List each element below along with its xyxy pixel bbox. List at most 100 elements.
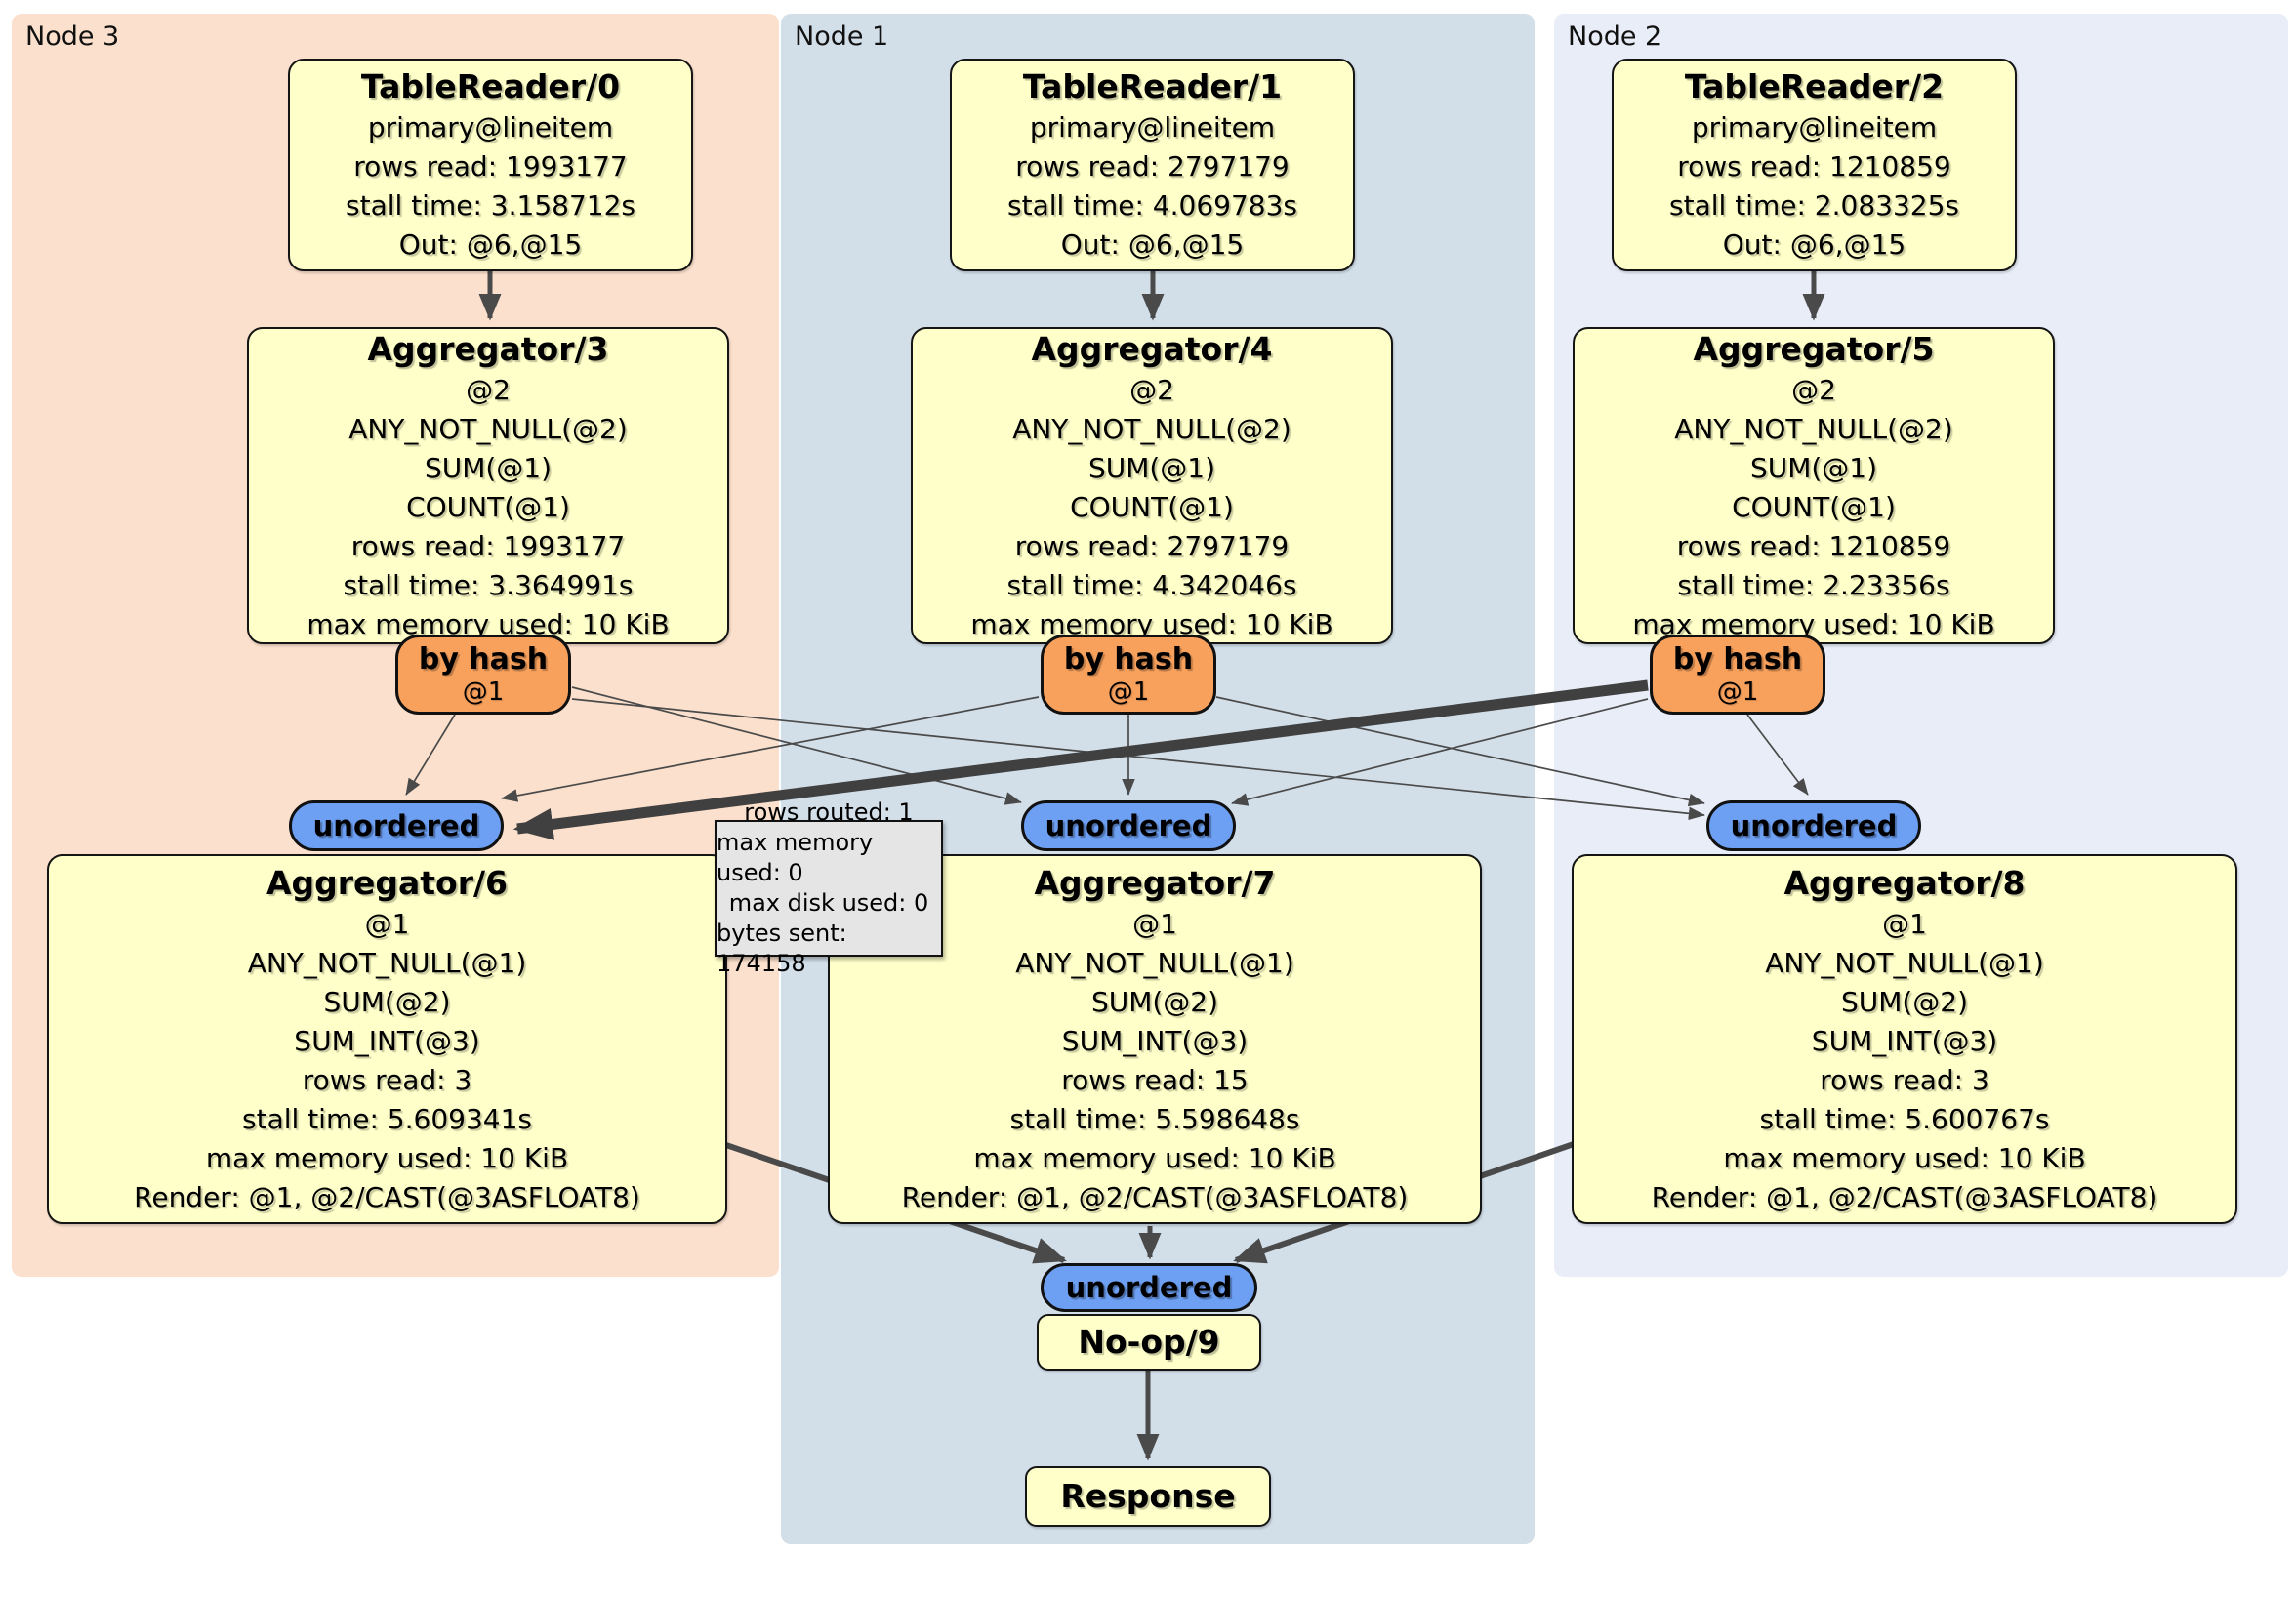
node-line: ANY_NOT_NULL(@2) — [1674, 412, 1953, 445]
node-title: Aggregator/8 — [1784, 863, 2026, 902]
processor-noop-9[interactable]: No-op/9 — [1037, 1314, 1261, 1371]
node-line: stall time: 3.158712s — [346, 189, 636, 222]
node-line: primary@lineitem — [367, 111, 614, 143]
node-title: Aggregator/5 — [1693, 329, 1935, 368]
sync-unordered-node2[interactable]: unordered — [1706, 800, 1921, 851]
node-line: rows read: 1993177 — [350, 529, 626, 562]
node-line: SUM(@1) — [1749, 451, 1878, 484]
tooltip-line: max disk used: 0 — [728, 889, 929, 917]
panel-label-node-2: Node 2 — [1568, 21, 1662, 52]
node-line: ANY_NOT_NULL(@1) — [1015, 946, 1294, 979]
router-by-hash-node2[interactable]: by hash @1 — [1650, 635, 1825, 715]
node-title: Aggregator/7 — [1034, 863, 1276, 902]
node-line: @1 — [364, 907, 410, 940]
tooltip-line: max memory used: 0 — [717, 829, 874, 886]
router-by-hash-node3[interactable]: by hash @1 — [395, 635, 571, 715]
edge-byhash3-unordered2[interactable] — [571, 698, 1705, 821]
node-line: Out: @6,@15 — [1722, 228, 1906, 261]
node-line: rows read: 1993177 — [353, 150, 628, 183]
processor-aggregator-6[interactable]: Aggregator/6 @1 ANY_NOT_NULL(@1) SUM(@2)… — [47, 854, 727, 1224]
node-line: primary@lineitem — [1691, 111, 1938, 143]
node-line: SUM_INT(@3) — [294, 1024, 480, 1057]
node-line: rows read: 2797179 — [1014, 529, 1290, 562]
processor-aggregator-3[interactable]: Aggregator/3 @2 ANY_NOT_NULL(@2) SUM(@1)… — [247, 327, 729, 644]
node-line: stall time: 5.598648s — [1009, 1102, 1300, 1135]
node-line: COUNT(@1) — [406, 490, 570, 523]
edge-byhash2-unordered3-highlighted[interactable] — [512, 679, 1649, 840]
node-title: Aggregator/6 — [266, 863, 509, 902]
node-line: COUNT(@1) — [1732, 490, 1896, 523]
router-label: by hash — [418, 642, 549, 676]
node-line: stall time: 5.609341s — [242, 1102, 532, 1135]
tooltip-line: bytes sent: 174158 — [717, 920, 847, 977]
edge-byhash3-unordered3[interactable] — [405, 714, 456, 796]
processor-response[interactable]: Response — [1025, 1466, 1271, 1527]
processor-tablereader-0[interactable]: TableReader/0 primary@lineitem rows read… — [288, 59, 693, 271]
node-title: Aggregator/3 — [367, 329, 609, 368]
node-line: rows read: 1210859 — [1676, 529, 1951, 562]
router-label: by hash — [1672, 642, 1803, 676]
node-line: rows read: 3 — [1820, 1063, 1989, 1096]
router-label: by hash — [1063, 642, 1194, 676]
node-line: SUM_INT(@3) — [1811, 1024, 1998, 1057]
node-title: No-op/9 — [1078, 1323, 1220, 1361]
panel-label-node-3: Node 3 — [25, 21, 120, 52]
node-line: stall time: 2.23356s — [1677, 568, 1950, 601]
node-line: ANY_NOT_NULL(@2) — [1012, 412, 1292, 445]
node-title: Aggregator/4 — [1031, 329, 1273, 368]
panel-label-node-1: Node 1 — [795, 21, 889, 52]
node-line: Render: @1, @2/CAST(@3ASFLOAT8) — [134, 1180, 640, 1213]
node-line: SUM(@1) — [424, 451, 553, 484]
node-title: Response — [1060, 1477, 1236, 1515]
processor-tablereader-2[interactable]: TableReader/2 primary@lineitem rows read… — [1612, 59, 2017, 271]
node-line: stall time: 3.364991s — [343, 568, 634, 601]
node-title: TableReader/2 — [1684, 67, 1945, 105]
sync-unordered-node1[interactable]: unordered — [1021, 800, 1236, 851]
node-line: primary@lineitem — [1029, 111, 1276, 143]
node-line: Out: @6,@15 — [1060, 228, 1245, 261]
node-line: rows read: 2797179 — [1015, 150, 1290, 183]
edge-byhash1-unordered2[interactable] — [1215, 696, 1705, 807]
edge-byhash3-unordered1[interactable] — [571, 686, 1022, 805]
tooltip-line: rows routed: 1 — [744, 798, 914, 826]
stream-label: unordered — [1065, 1271, 1233, 1304]
node-line: stall time: 4.069783s — [1007, 189, 1297, 222]
edge-byhash2-unordered2[interactable] — [1746, 714, 1809, 796]
stream-label: unordered — [312, 809, 480, 842]
processor-tablereader-1[interactable]: TableReader/1 primary@lineitem rows read… — [950, 59, 1355, 271]
sync-unordered-node3[interactable]: unordered — [289, 800, 504, 851]
node-line: stall time: 4.342046s — [1006, 568, 1297, 601]
node-line: ANY_NOT_NULL(@2) — [348, 412, 628, 445]
node-line: @2 — [1129, 373, 1174, 406]
node-line: Out: @6,@15 — [398, 228, 583, 261]
node-line: stall time: 2.083325s — [1669, 189, 1959, 222]
node-line: rows read: 1210859 — [1677, 150, 1951, 183]
node-title: TableReader/0 — [360, 67, 621, 105]
node-line: max memory used: 10 KiB — [1723, 1141, 2086, 1174]
node-title: TableReader/1 — [1022, 67, 1283, 105]
router-by-hash-node1[interactable]: by hash @1 — [1041, 635, 1216, 715]
edge-stats-tooltip: rows routed: 1 max memory used: 0 max di… — [715, 798, 943, 977]
node-line: SUM(@2) — [1840, 985, 1969, 1018]
edge-byhash1-unordered3[interactable] — [501, 696, 1040, 802]
node-line: max memory used: 10 KiB — [205, 1141, 569, 1174]
node-line: rows read: 15 — [1061, 1063, 1249, 1096]
node-line: @2 — [466, 373, 511, 406]
sync-unordered-final[interactable]: unordered — [1041, 1263, 1257, 1312]
node-line: Render: @1, @2/CAST(@3ASFLOAT8) — [901, 1180, 1409, 1213]
router-detail: @1 — [462, 677, 505, 707]
node-line: max memory used: 10 KiB — [973, 1141, 1336, 1174]
node-line: @2 — [1791, 373, 1836, 406]
processor-aggregator-5[interactable]: Aggregator/5 @2 ANY_NOT_NULL(@2) SUM(@1)… — [1573, 327, 2055, 644]
node-line: SUM(@2) — [1090, 985, 1219, 1018]
processor-aggregator-8[interactable]: Aggregator/8 @1 ANY_NOT_NULL(@1) SUM(@2)… — [1572, 854, 2237, 1224]
node-line: ANY_NOT_NULL(@1) — [1765, 946, 2044, 979]
node-line: ANY_NOT_NULL(@1) — [247, 946, 527, 979]
edge-byhash2-unordered1[interactable] — [1231, 698, 1649, 806]
stream-label: unordered — [1045, 809, 1212, 842]
node-line: SUM(@2) — [323, 985, 451, 1018]
node-line: @1 — [1132, 907, 1177, 940]
node-line: Render: @1, @2/CAST(@3ASFLOAT8) — [1651, 1180, 2158, 1213]
processor-aggregator-4[interactable]: Aggregator/4 @2 ANY_NOT_NULL(@2) SUM(@1)… — [911, 327, 1393, 644]
